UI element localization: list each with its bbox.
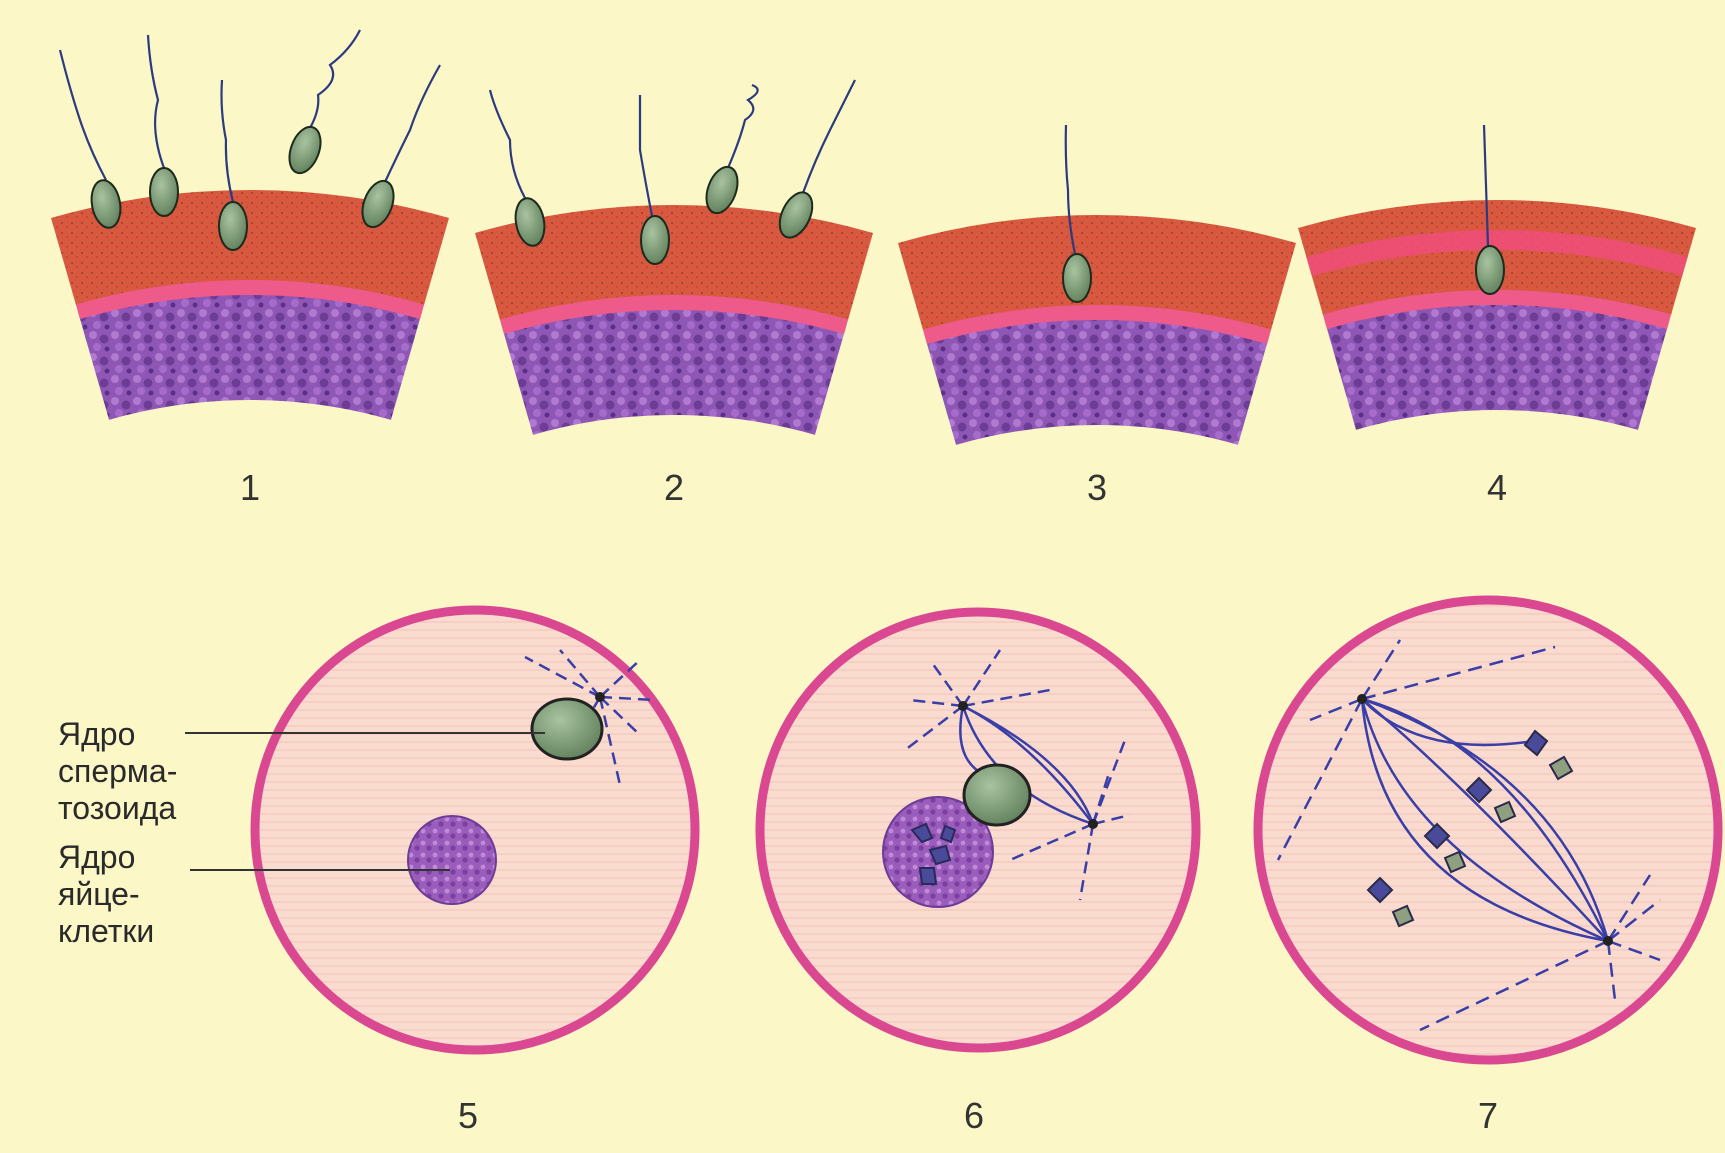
stage-number-4: 4 bbox=[1487, 467, 1507, 508]
egg-surface-section-4 bbox=[1298, 200, 1696, 430]
sperm-nucleus-label-line-2: сперма- bbox=[58, 753, 177, 789]
cell-stage-6 bbox=[760, 612, 1196, 1048]
stage-number-3: 3 bbox=[1087, 467, 1107, 508]
stage-number-1: 1 bbox=[240, 467, 260, 508]
sperm-nucleus bbox=[964, 765, 1030, 825]
centriole bbox=[1357, 694, 1367, 704]
egg-nucleus-label-line-1: Ядро bbox=[58, 839, 135, 875]
egg-nucleus-label-line-3: клетки bbox=[58, 913, 154, 949]
sperm-head bbox=[150, 168, 178, 216]
sperm-head bbox=[1063, 254, 1091, 302]
centriole bbox=[958, 701, 968, 711]
sperm-head bbox=[219, 202, 247, 250]
sperm-head bbox=[641, 216, 669, 264]
stage-number-2: 2 bbox=[664, 467, 684, 508]
sperm-nucleus bbox=[532, 699, 602, 759]
centriole bbox=[595, 692, 605, 702]
sperm-head bbox=[1476, 246, 1504, 294]
cell-stage-7 bbox=[1258, 600, 1718, 1060]
egg-surface-section-3 bbox=[898, 215, 1296, 445]
centriole bbox=[1603, 936, 1613, 946]
cell-membrane bbox=[1258, 600, 1718, 1060]
sperm-nucleus-label-line-1: Ядро bbox=[58, 716, 135, 752]
stage-number-5: 5 bbox=[458, 1095, 478, 1136]
egg-nucleus-label: Ядро яйце- клетки bbox=[58, 839, 154, 949]
stage-number-6: 6 bbox=[964, 1095, 984, 1136]
sperm-nucleus-label-line-3: тозоида bbox=[58, 790, 176, 826]
stage-number-7: 7 bbox=[1478, 1095, 1498, 1136]
egg-nucleus-label-line-2: яйце- bbox=[58, 876, 140, 912]
egg-nucleus bbox=[408, 816, 496, 904]
centriole bbox=[1088, 819, 1098, 829]
